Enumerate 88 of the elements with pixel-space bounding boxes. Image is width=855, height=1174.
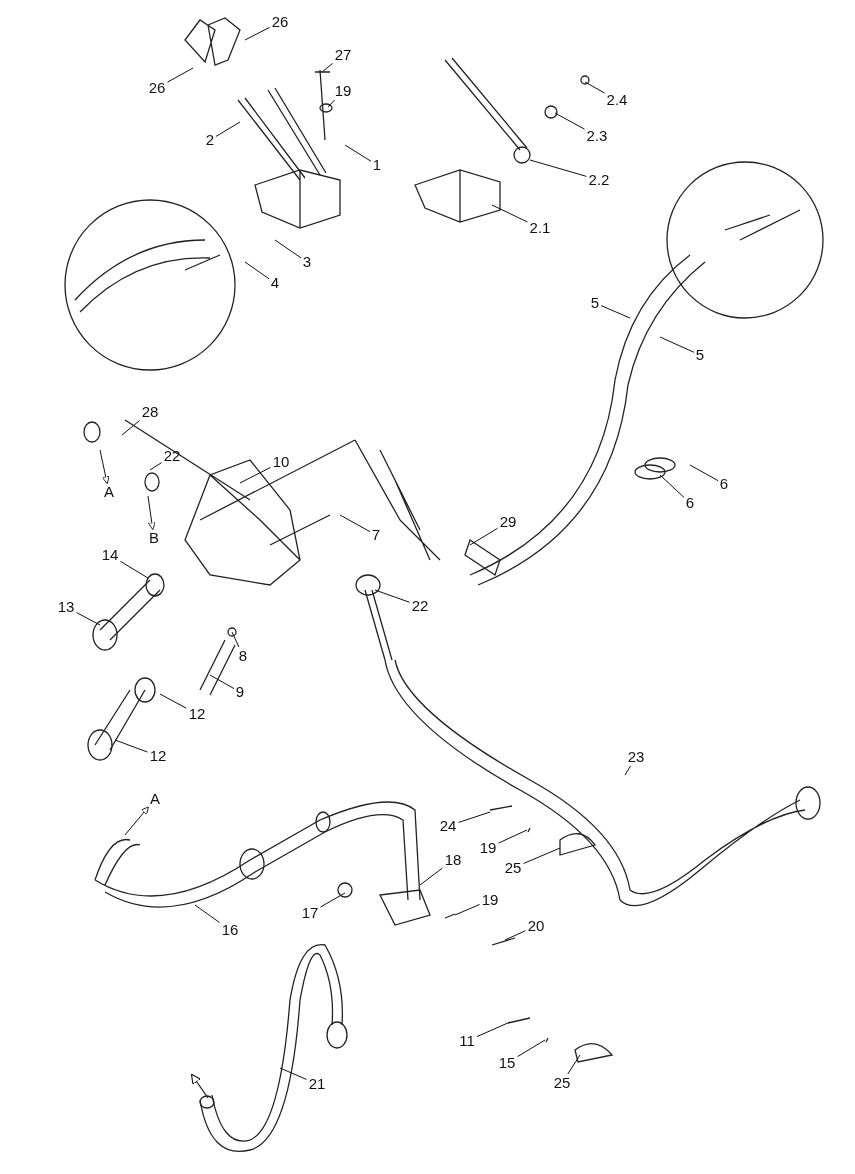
leader-line	[624, 765, 631, 776]
callout-number: 25	[504, 859, 522, 877]
callout-number: 13	[57, 598, 75, 616]
leader-line	[159, 693, 187, 709]
callout-number: 2.2	[588, 171, 610, 189]
leader-line	[279, 1067, 307, 1080]
leader-line	[320, 892, 346, 908]
leader-line	[274, 239, 302, 259]
callout-number: A	[104, 483, 114, 501]
callout-number: 11	[459, 1032, 475, 1050]
callout-number: 22	[163, 447, 181, 465]
leader-line	[167, 67, 194, 83]
leader-line	[529, 159, 587, 177]
callout-number: 2.1	[529, 219, 551, 237]
callout-number: 29	[499, 513, 517, 531]
callout-number: 5	[695, 346, 705, 364]
callout-number: A	[150, 790, 160, 808]
callout-number: 24	[439, 817, 457, 835]
callout-number: 23	[627, 748, 645, 766]
callout-number: 16	[221, 921, 239, 939]
leader-line	[231, 631, 240, 648]
arrow	[147, 495, 156, 531]
callout-number: 12	[149, 747, 167, 765]
leader-line	[344, 144, 372, 162]
leader-line	[454, 904, 480, 916]
callout-number: 26	[271, 13, 289, 31]
leader-line	[689, 464, 719, 482]
callout-number: 19	[334, 82, 352, 100]
leader-line	[114, 739, 148, 753]
callout-number: 22	[411, 597, 429, 615]
leader-line	[120, 560, 149, 579]
leader-line	[209, 674, 235, 690]
arrow	[124, 806, 149, 836]
callout-number: 27	[334, 46, 352, 64]
leader-line	[194, 904, 220, 923]
leader-line	[321, 63, 333, 73]
callout-number: 7	[371, 526, 381, 544]
leader-line	[523, 847, 561, 865]
callout-number: 6	[719, 475, 729, 493]
callout-number: 2.3	[586, 127, 608, 145]
callout-number: 8	[238, 647, 248, 665]
leader-line	[567, 1054, 581, 1075]
leader-line	[469, 527, 498, 546]
callout-number: 5	[590, 294, 600, 312]
callout-number: 2.4	[606, 91, 628, 109]
callout-number: 3	[302, 253, 312, 271]
leader-line	[244, 261, 270, 280]
callout-number: 15	[498, 1054, 516, 1072]
callout-number: 2	[205, 131, 215, 149]
leader-line	[498, 829, 528, 844]
callout-number: 1	[372, 156, 382, 174]
callout-number: 17	[301, 904, 319, 922]
callout-number: 20	[527, 917, 545, 935]
callout-number: 25	[553, 1074, 571, 1092]
callout-number: 19	[481, 891, 499, 909]
callout-number: 4	[270, 274, 280, 292]
leader-line	[215, 121, 241, 137]
leader-line	[458, 811, 491, 823]
leader-line	[374, 589, 410, 603]
leader-line	[339, 514, 371, 533]
leader-line	[517, 1039, 546, 1058]
callout-number: B	[149, 529, 159, 547]
arrow	[99, 449, 110, 485]
leader-line	[476, 1021, 511, 1038]
callout-number: 21	[308, 1075, 326, 1093]
leader-line	[76, 612, 101, 626]
callout-number: 26	[148, 79, 166, 97]
callout-number: 14	[101, 546, 119, 564]
leader-line	[419, 867, 443, 886]
leader-line	[244, 26, 270, 41]
callout-number: 9	[235, 683, 245, 701]
callout-number: 19	[479, 839, 497, 857]
leader-line	[239, 466, 271, 484]
callout-number: 12	[188, 705, 206, 723]
leader-line	[504, 930, 526, 941]
callout-number: 18	[444, 851, 462, 869]
leader-line	[327, 99, 336, 108]
callout-number: 28	[141, 403, 159, 421]
leader-line	[659, 474, 685, 498]
leader-line	[659, 336, 695, 353]
leader-line	[121, 420, 140, 436]
leader-line	[600, 305, 631, 319]
leader-line	[584, 81, 605, 94]
leader-line	[491, 204, 528, 223]
callout-number: 10	[272, 453, 290, 471]
callout-number: 6	[685, 494, 695, 512]
leader-line	[149, 462, 162, 471]
leader-line	[554, 112, 585, 130]
